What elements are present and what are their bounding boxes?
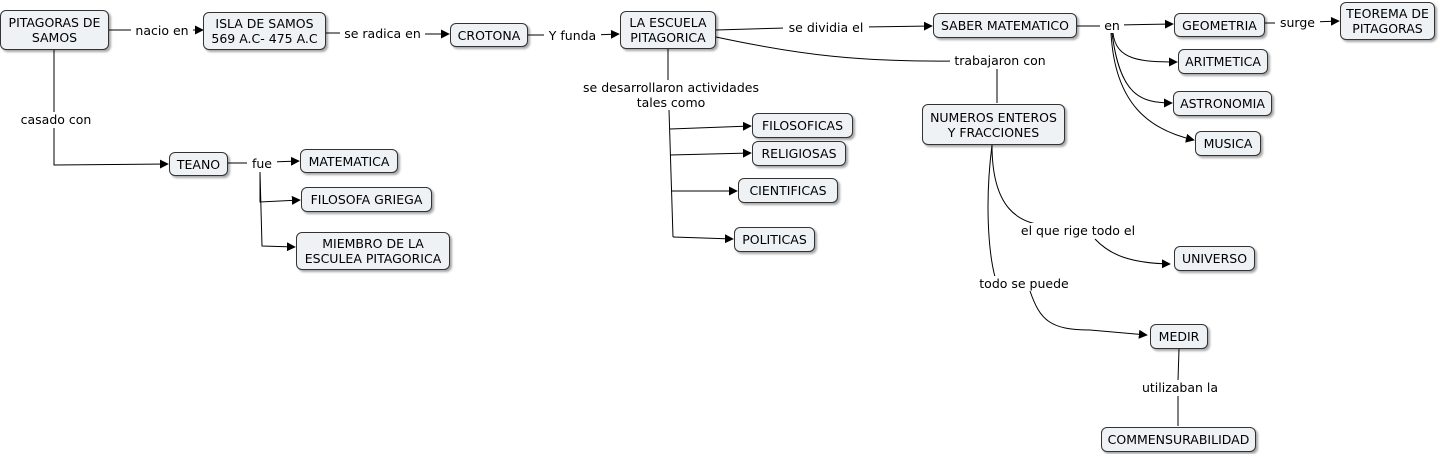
connector xyxy=(991,144,1043,226)
link-nacio-en: nacio en xyxy=(131,23,193,38)
concept-miembro[interactable]: MIEMBRO DE LA ESCULEA PITAGORICA xyxy=(296,232,450,270)
concept-politicas[interactable]: POLITICAS xyxy=(734,227,815,252)
link-en: en xyxy=(1100,18,1124,33)
link-utilizaban-la: utilizaban la xyxy=(1137,380,1223,395)
link-y-funda: Y funda xyxy=(544,28,601,43)
concept-teano[interactable]: TEANO xyxy=(169,152,228,176)
concept-musica[interactable]: MUSICA xyxy=(1195,131,1261,156)
connector xyxy=(715,36,956,62)
link-actividades: se desarrollaron actividades tales como xyxy=(580,80,762,110)
concept-teorema[interactable]: TEOREMA DE PITAGORAS xyxy=(1340,2,1435,40)
link-se-dividia-el: se dividia el xyxy=(783,20,869,35)
connector xyxy=(669,148,752,158)
concept-escuela-pitagorica[interactable]: LA ESCUELA PITAGORICA xyxy=(620,11,716,49)
connector xyxy=(672,234,734,244)
connector xyxy=(669,121,752,131)
connector xyxy=(259,171,296,252)
connector xyxy=(1094,238,1171,269)
concept-crotona[interactable]: CROTONA xyxy=(450,23,528,47)
concept-astronomia[interactable]: ASTRONOMIA xyxy=(1173,91,1272,116)
concept-matematica[interactable]: MATEMATICA xyxy=(300,149,398,173)
concept-filosofa-griega[interactable]: FILOSOFA GRIEGA xyxy=(301,187,432,212)
concept-filosoficas[interactable]: FILOSOFICAS xyxy=(752,113,853,138)
concept-commensurabilidad[interactable]: COMMENSURABILIDAD xyxy=(1101,427,1256,452)
concept-universo[interactable]: UNIVERSO xyxy=(1174,246,1255,271)
link-todo-se-puede: todo se puede xyxy=(977,276,1071,291)
concept-pitagoras[interactable]: PITAGORAS DE SAMOS xyxy=(0,10,109,50)
connector xyxy=(861,21,933,31)
connector xyxy=(259,172,301,205)
connector xyxy=(1117,19,1174,29)
connector xyxy=(1111,32,1173,108)
link-se-radica-en: se radica en xyxy=(340,26,425,41)
link-el-que-rige: el que rige todo el xyxy=(1017,223,1139,238)
link-casado-con: casado con xyxy=(17,112,95,127)
connector xyxy=(1110,32,1195,143)
concept-cientificas[interactable]: CIENTIFICAS xyxy=(738,178,838,203)
connector xyxy=(1177,348,1180,381)
connector xyxy=(1112,32,1178,67)
connector xyxy=(987,144,996,278)
concept-geometria[interactable]: GEOMETRIA xyxy=(1174,13,1265,37)
link-trabajaron-con: trabajaron con xyxy=(950,53,1050,68)
concept-religiosas[interactable]: RELIGIOSAS xyxy=(752,141,846,166)
connector xyxy=(53,128,169,169)
connector xyxy=(668,109,674,238)
concept-saber-matematico[interactable]: SABER MATEMATICO xyxy=(933,13,1077,38)
concept-isla-de-samos[interactable]: ISLA DE SAMOS 569 A.C- 475 A.C xyxy=(203,12,326,50)
concept-numeros-enteros[interactable]: NUMEROS ENTEROS Y FRACCIONES xyxy=(922,104,1065,145)
link-surge: surge xyxy=(1275,15,1320,30)
connector xyxy=(1029,290,1148,339)
connector xyxy=(715,27,787,31)
concept-medir[interactable]: MEDIR xyxy=(1150,324,1208,349)
concept-aritmetica[interactable]: ARITMETICA xyxy=(1178,49,1268,74)
link-fue: fue xyxy=(247,156,277,171)
